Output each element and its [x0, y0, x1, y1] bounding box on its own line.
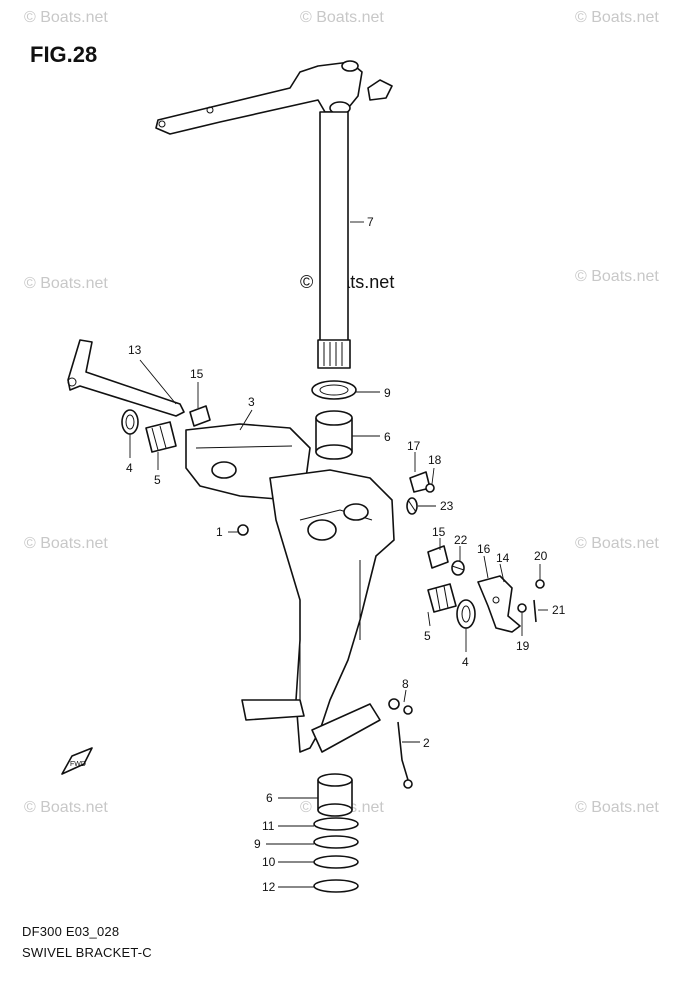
part-washer-11 — [313, 817, 359, 831]
watermark: © Boats.net — [575, 268, 659, 285]
part-nut-20 — [535, 579, 545, 589]
callout-9: 9 — [384, 386, 391, 400]
callout-12: 12 — [262, 880, 276, 894]
watermark: © Boats.net — [24, 275, 108, 292]
callout-22: 22 — [454, 533, 468, 547]
callout-2: 2 — [423, 736, 430, 750]
callout-3: 3 — [248, 395, 255, 409]
callout-labels: 7 13 15 3 4 5 9 6 1 17 18 23 15 22 16 14… — [126, 215, 566, 894]
callout-5: 5 — [154, 473, 161, 487]
part-washer-10 — [313, 855, 359, 869]
part-cap-15-upper — [189, 405, 211, 427]
callout-11: 11 — [262, 819, 275, 833]
part-lever-16 — [477, 575, 521, 633]
callout-18: 18 — [428, 453, 442, 467]
part-bushing-right — [427, 583, 457, 613]
watermark: © Boats.net — [575, 535, 659, 552]
part-bolt-8 — [388, 698, 413, 715]
callout-14: 14 — [496, 551, 510, 565]
callout-23: 23 — [440, 499, 454, 513]
part-wire-2 — [397, 721, 413, 789]
callout-17: 17 — [407, 439, 421, 453]
callout-6: 6 — [266, 791, 273, 805]
callout-4: 4 — [462, 655, 469, 669]
part-seal-left — [121, 409, 139, 435]
callout-8: 8 — [402, 677, 409, 691]
part-washer-9-lower — [313, 835, 359, 849]
watermark: © Boats.net — [300, 9, 384, 26]
part-seal-right — [456, 599, 476, 629]
part-circlip-12 — [313, 879, 359, 893]
part-washer-upper — [311, 380, 357, 400]
part-spring-22 — [451, 560, 465, 576]
direction-arrow-icon: FWD — [61, 747, 93, 775]
callout-9: 9 — [254, 837, 261, 851]
callout-16: 16 — [477, 542, 491, 556]
callout-13: 13 — [128, 343, 142, 357]
callout-19: 19 — [516, 639, 530, 653]
leader-lines — [129, 221, 548, 888]
part-bushing-lower — [317, 773, 353, 817]
callout-5: 5 — [424, 629, 431, 643]
part-bushing-upper — [315, 410, 353, 460]
callout-15: 15 — [432, 525, 446, 539]
part-washer-19 — [517, 603, 527, 613]
watermark: © Boats.net — [24, 535, 108, 552]
part-bolt-18 — [425, 483, 435, 493]
callout-7: 7 — [367, 215, 374, 229]
direction-label: FWD — [70, 761, 86, 768]
part-tilt-rod — [67, 339, 185, 417]
section-name: SWIVEL BRACKET-C — [22, 945, 152, 960]
callout-4: 4 — [126, 461, 133, 475]
part-steering-shaft — [155, 60, 393, 369]
part-swivel-bracket — [185, 423, 395, 753]
watermark: © Boats.net — [575, 799, 659, 816]
watermark: © Boats.net — [24, 799, 108, 816]
callout-20: 20 — [534, 549, 548, 563]
part-grease-nipple — [237, 524, 249, 536]
watermark: © Boats.net — [24, 9, 108, 26]
figure-title: FIG.28 — [30, 42, 98, 67]
callout-15: 15 — [190, 367, 204, 381]
callout-6: 6 — [384, 430, 391, 444]
part-cap-15-right — [427, 545, 449, 569]
model-code: DF300 E03_028 — [22, 924, 120, 939]
callout-1: 1 — [216, 525, 223, 539]
callout-10: 10 — [262, 855, 276, 869]
watermark: © Boats.net — [575, 9, 659, 26]
part-spring-23 — [406, 497, 418, 515]
part-pin-21 — [533, 599, 537, 623]
callout-21: 21 — [552, 603, 566, 617]
part-bushing-left — [145, 421, 177, 453]
